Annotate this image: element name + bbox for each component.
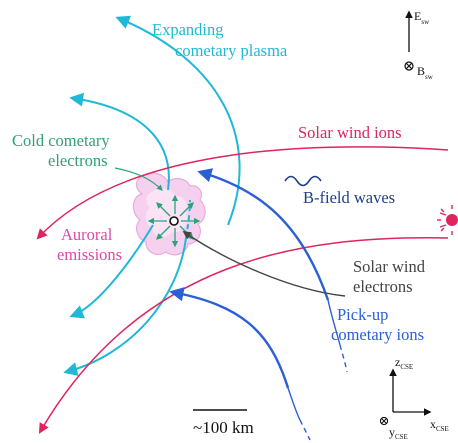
cold-electrons-pointer: [114, 167, 163, 191]
cold-electrons-label-line2: electrons: [48, 151, 108, 170]
solar-wind-ions-label: Solar wind ions: [298, 123, 402, 142]
pickup-ions-label-line2: cometary ions: [331, 325, 424, 344]
expanding-plasma-label-line2: cometary plasma: [175, 41, 288, 60]
bfield-waves-label: B-field waves: [303, 188, 395, 207]
sun-icon: [437, 205, 458, 235]
cold-electrons-label-line1: Cold cometary: [12, 131, 110, 150]
auroral-label-line1: Auroral: [61, 225, 113, 244]
pickup-ions-label-line1: Pick-up: [337, 305, 388, 324]
pickup-ion-path-2: [169, 287, 290, 389]
pickup-ion-path-1-thin: [327, 299, 341, 346]
solar-wind-ion-path-1: [36, 146, 449, 240]
solar-wind-electrons-pointer: [182, 231, 346, 297]
scale-label: ~100 km: [193, 418, 254, 437]
cometary-plasma-flow-1: [115, 15, 241, 226]
solar-wind-ion-path-2: [38, 237, 449, 434]
pickup-ion-path-2-dashed: [299, 419, 311, 441]
pickup-ion-path-2-thin: [287, 387, 301, 421]
solar-wind-electrons-label-line2: electrons: [353, 277, 413, 296]
b-field-into-page-icon: [404, 61, 414, 71]
cometary-plasma-flow-2: [69, 92, 170, 191]
pickup-ion-path-1: [197, 168, 330, 301]
pickup-ion-path-1-dashed: [339, 344, 348, 373]
z-cse-label: zCSE: [395, 355, 413, 371]
auroral-label-line2: emissions: [57, 245, 122, 264]
e-sw-label: Esw: [414, 9, 430, 26]
solar-wind-electrons-label-line1: Solar wind: [353, 257, 426, 276]
cometary-plasma-flow-3: [69, 224, 154, 319]
b-sw-label: Bsw: [417, 64, 434, 81]
bfield-wave-icon: [284, 175, 322, 187]
expanding-plasma-label-line1: Expanding: [152, 20, 224, 39]
x-cse-label: xCSE: [430, 417, 449, 433]
comet-nucleus: [169, 216, 179, 226]
y-cse-into-page-icon: [379, 416, 389, 426]
y-cse-label: yCSE: [389, 425, 408, 441]
